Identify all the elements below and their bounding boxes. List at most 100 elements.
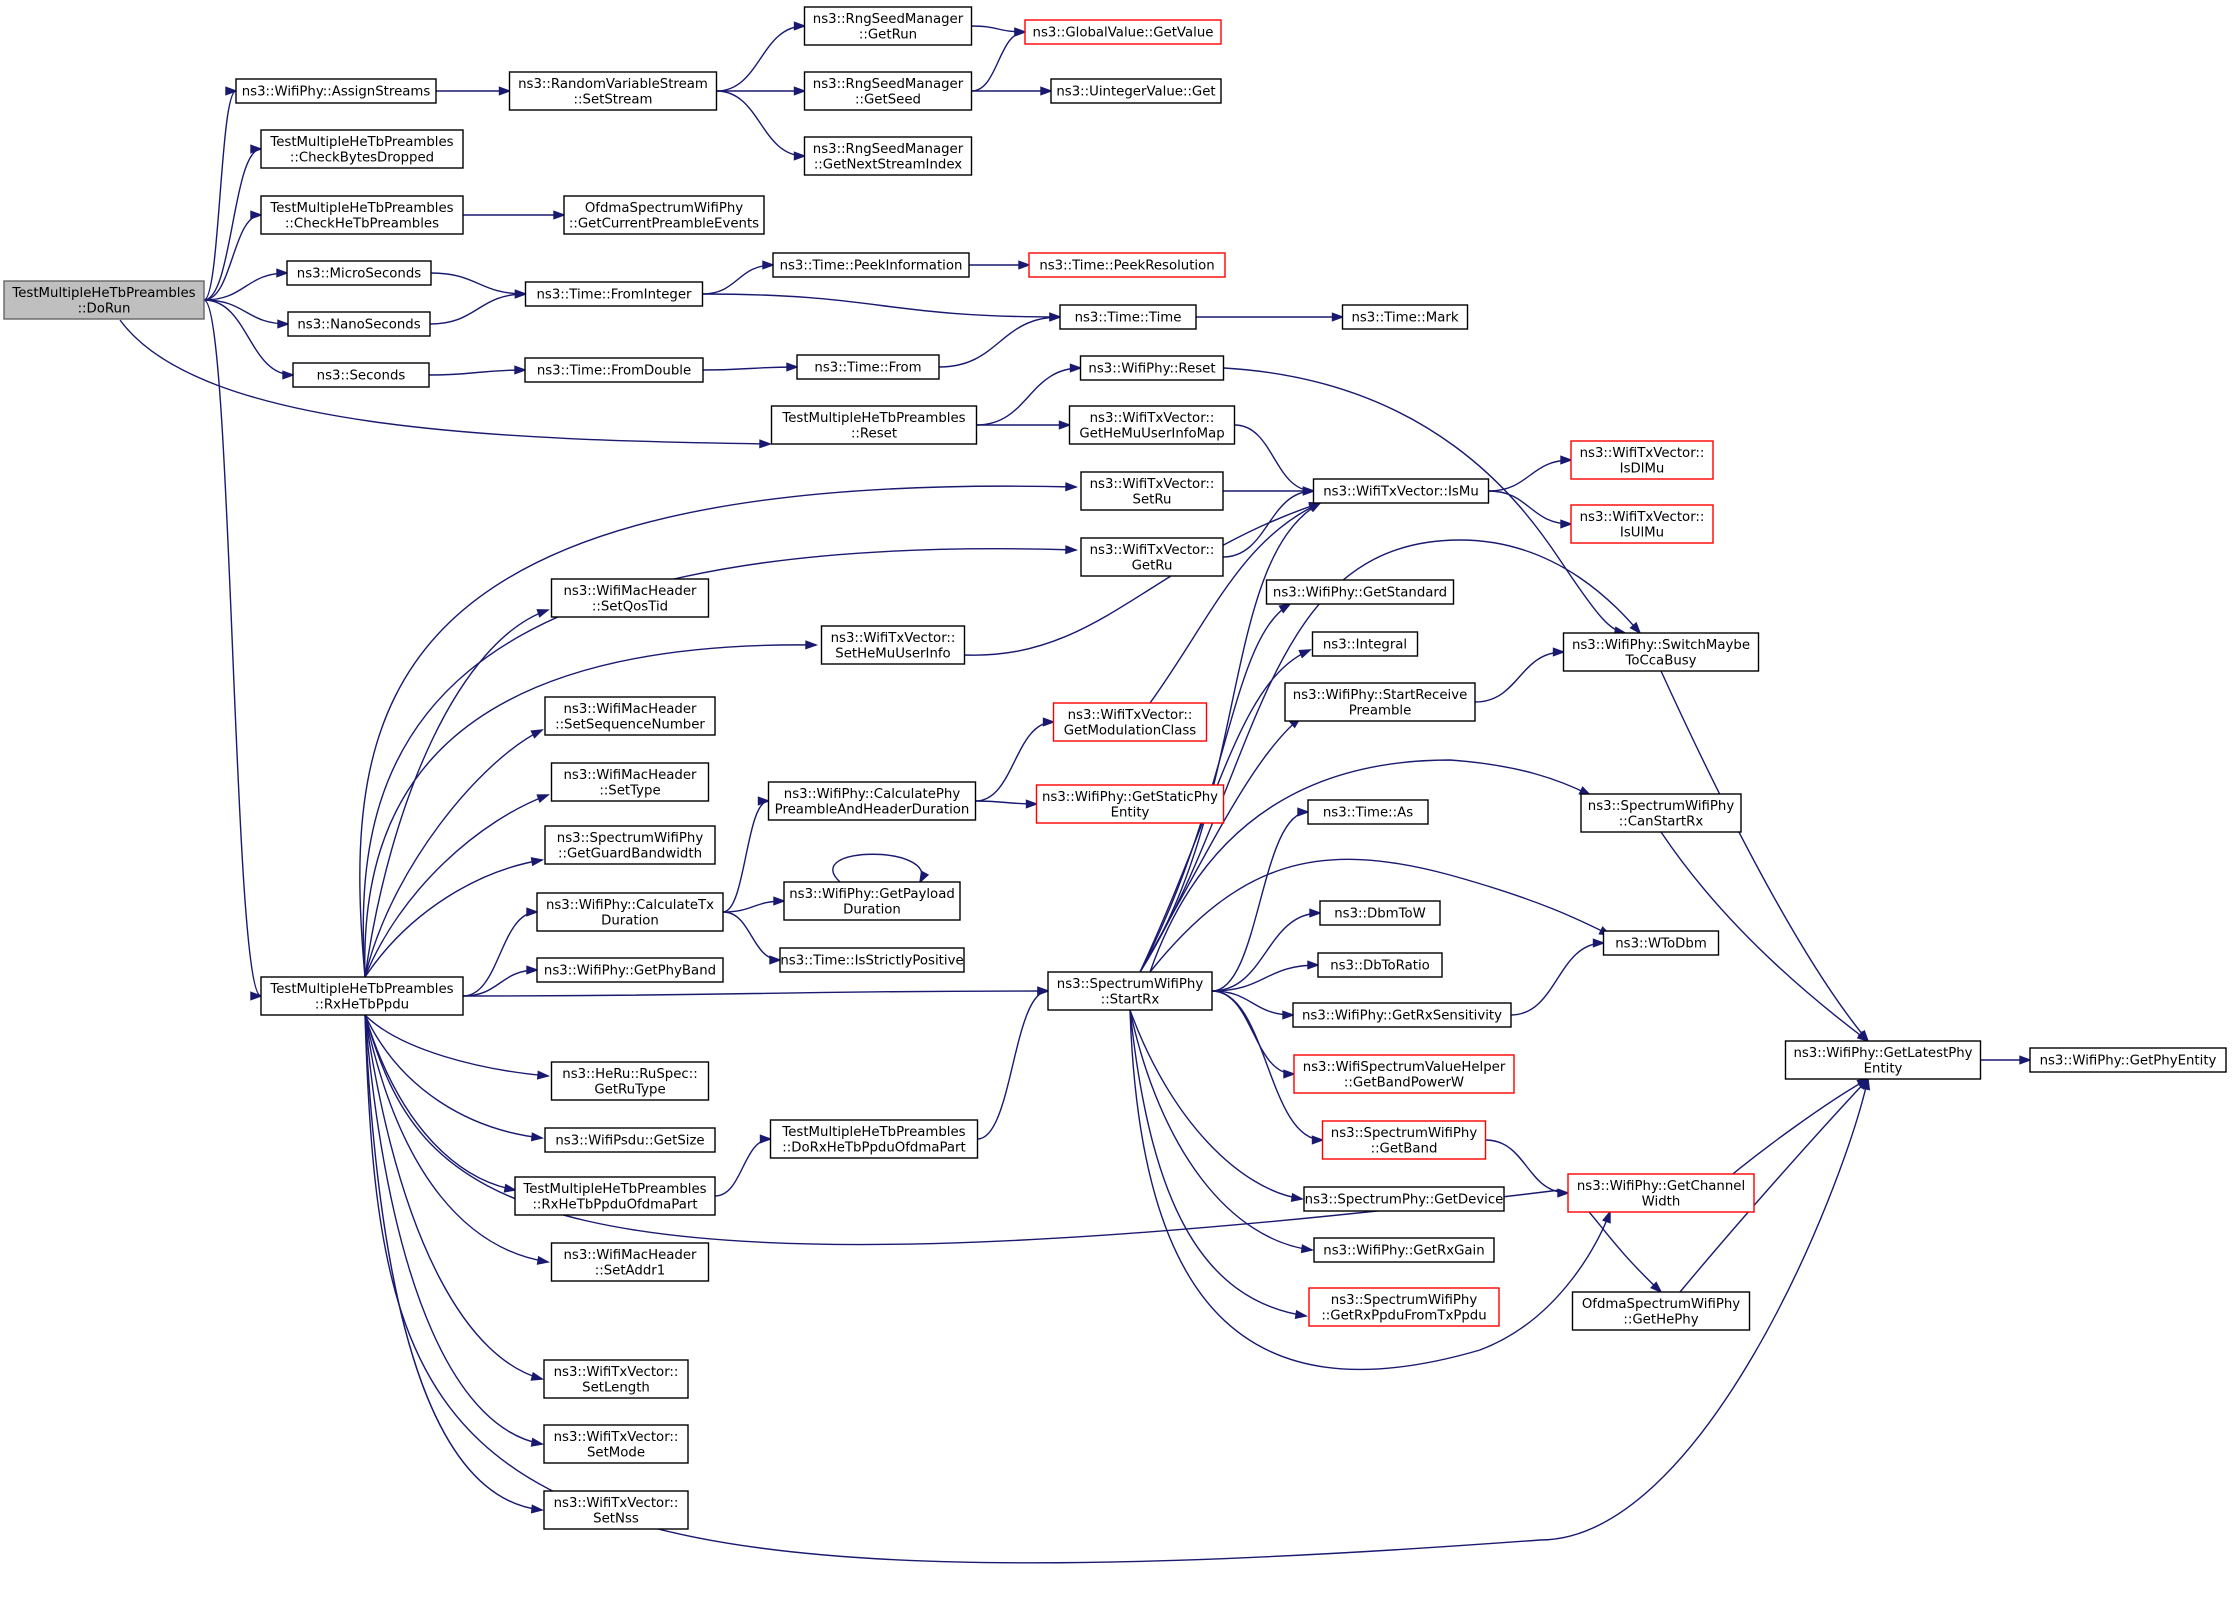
node-getru[interactable]: ns3::WifiTxVector::GetRu xyxy=(1080,537,1224,577)
node-getguard[interactable]: ns3::SpectrumWifiPhy::GetGuardBandwidth xyxy=(544,825,716,865)
node-timemark[interactable]: ns3::Time::Mark xyxy=(1341,304,1469,330)
node-label-line: ::GetBandPowerW xyxy=(1344,1075,1464,1090)
node-label-line: OfdmaSpectrumWifiPhy xyxy=(1582,1297,1740,1312)
edge-getlatest-to-getphyent xyxy=(1980,1055,2033,1065)
node-timefrom[interactable]: ns3::Time::From xyxy=(796,354,940,380)
node-timetime[interactable]: ns3::Time::Time xyxy=(1059,304,1197,330)
node-dbtoratio[interactable]: ns3::DbToRatio xyxy=(1317,952,1443,978)
node-getcurpre[interactable]: OfdmaSpectrumWifiPhy::GetCurrentPreamble… xyxy=(563,195,765,235)
node-reset[interactable]: TestMultipleHeTbPreambles::Reset xyxy=(770,405,978,445)
node-peekres[interactable]: ns3::Time::PeekResolution xyxy=(1028,252,1226,278)
node-rxofdma[interactable]: TestMultipleHeTbPreambles::RxHeTbPpduOfd… xyxy=(514,1176,716,1216)
node-getphyband[interactable]: ns3::WifiPhy::GetPhyBand xyxy=(536,957,724,983)
node-getbandpw[interactable]: ns3::WifiSpectrumValueHelper::GetBandPow… xyxy=(1293,1054,1515,1094)
node-getband[interactable]: ns3::SpectrumWifiPhy::GetBand xyxy=(1321,1120,1487,1160)
node-psdusize[interactable]: ns3::WifiPsdu::GetSize xyxy=(544,1127,716,1153)
node-label-line: TestMultipleHeTbPreambles xyxy=(781,1125,965,1140)
node-dorxofdma[interactable]: TestMultipleHeTbPreambles::DoRxHeTbPpduO… xyxy=(769,1119,979,1159)
node-label-line: ns3::SpectrumWifiPhy xyxy=(1331,1293,1478,1308)
node-getseed[interactable]: ns3::RngSeedManager::GetSeed xyxy=(803,71,973,111)
edge-line xyxy=(1474,651,1564,703)
edge-arrowhead xyxy=(1557,1188,1571,1198)
edge-switchcca-to-getlatest xyxy=(1660,670,1870,1043)
node-getrxsens[interactable]: ns3::WifiPhy::GetRxSensitivity xyxy=(1292,1002,1512,1028)
node-checkhetb[interactable]: TestMultipleHeTbPreambles::CheckHeTbPrea… xyxy=(260,195,464,235)
node-setqostid[interactable]: ns3::WifiMacHeader::SetQosTid xyxy=(550,578,710,618)
node-label-line: SetMode xyxy=(587,1445,645,1460)
node-label-line: SetRu xyxy=(1133,492,1172,507)
node-timeas[interactable]: ns3::Time::As xyxy=(1307,799,1429,825)
node-canstart[interactable]: ns3::SpectrumWifiPhy::CanStartRx xyxy=(1580,793,1742,833)
node-integral[interactable]: ns3::Integral xyxy=(1311,631,1419,657)
node-phyreset[interactable]: ns3::WifiPhy::Reset xyxy=(1079,355,1225,381)
node-label-line: ::GetBand xyxy=(1371,1141,1438,1156)
node-getmod[interactable]: ns3::WifiTxVector::GetModulationClass xyxy=(1052,702,1208,742)
node-fromint[interactable]: ns3::Time::FromInteger xyxy=(524,281,704,307)
node-label-line: ::GetRun xyxy=(859,27,917,42)
edge-startrecv-to-switchcca xyxy=(1474,647,1566,703)
node-getphyent[interactable]: ns3::WifiPhy::GetPhyEntity xyxy=(2029,1047,2227,1073)
node-getdevice[interactable]: ns3::SpectrumPhy::GetDevice xyxy=(1303,1186,1505,1212)
node-calcpre[interactable]: ns3::WifiPhy::CalculatePhyPreambleAndHea… xyxy=(767,781,977,821)
node-label-line: GetHeMuUserInfoMap xyxy=(1079,426,1224,441)
node-getstd[interactable]: ns3::WifiPhy::GetStandard xyxy=(1265,579,1455,605)
node-assign[interactable]: ns3::WifiPhy::AssignStreams xyxy=(235,78,437,104)
node-fromdouble[interactable]: ns3::Time::FromDouble xyxy=(524,357,704,383)
node-rvsetstream[interactable]: ns3::RandomVariableStream::SetStream xyxy=(508,71,718,111)
node-setmode[interactable]: ns3::WifiTxVector::SetMode xyxy=(543,1424,689,1464)
node-globalget[interactable]: ns3::GlobalValue::GetValue xyxy=(1024,19,1222,45)
node-isdlmu[interactable]: ns3::WifiTxVector::IsDlMu xyxy=(1570,440,1714,480)
node-checkbytes[interactable]: TestMultipleHeTbPreambles::CheckBytesDro… xyxy=(260,129,464,169)
node-setru[interactable]: ns3::WifiTxVector::SetRu xyxy=(1080,471,1224,511)
node-getrxppdu[interactable]: ns3::SpectrumWifiPhy::GetRxPpduFromTxPpd… xyxy=(1308,1287,1500,1327)
node-setheuser[interactable]: ns3::WifiTxVector::SetHeMuUserInfo xyxy=(820,625,966,665)
node-strictpos[interactable]: ns3::Time::IsStrictlyPositive xyxy=(779,947,965,973)
node-startrx[interactable]: ns3::SpectrumWifiPhy::StartRx xyxy=(1047,971,1213,1011)
node-getrxgain[interactable]: ns3::WifiPhy::GetRxGain xyxy=(1313,1237,1495,1263)
node-gethemu[interactable]: ns3::WifiTxVector::GetHeMuUserInfoMap xyxy=(1068,405,1236,445)
node-micro[interactable]: ns3::MicroSeconds xyxy=(286,260,432,286)
node-setaddr1[interactable]: ns3::WifiMacHeader::SetAddr1 xyxy=(550,1242,710,1282)
edge-arrowhead xyxy=(1311,1135,1325,1145)
edge-line xyxy=(364,1014,543,1139)
node-getruspec[interactable]: ns3::HeRu::RuSpec::GetRuType xyxy=(550,1061,710,1101)
node-setnss[interactable]: ns3::WifiTxVector::SetNss xyxy=(543,1490,689,1530)
node-label-line: ns3::WifiTxVector:: xyxy=(1090,411,1215,426)
edge-line xyxy=(1234,424,1314,492)
node-uintget[interactable]: ns3::UintegerValue::Get xyxy=(1050,78,1222,104)
node-dorun[interactable]: TestMultipleHeTbPreambles::DoRun xyxy=(3,280,205,320)
node-peekinfo[interactable]: ns3::Time::PeekInformation xyxy=(772,252,970,278)
node-label-line: TestMultipleHeTbPreambles xyxy=(781,411,965,426)
node-gethephy[interactable]: OfdmaSpectrumWifiPhy::GetHePhy xyxy=(1571,1291,1751,1331)
node-box xyxy=(1312,478,1490,504)
node-box xyxy=(1059,304,1197,330)
node-dbmtow[interactable]: ns3::DbmToW xyxy=(1319,900,1441,926)
node-box xyxy=(536,892,724,932)
edge-arrowhead xyxy=(1069,363,1083,373)
edge-timefrom-to-timetime xyxy=(938,312,1063,368)
node-setseq[interactable]: ns3::WifiMacHeader::SetSequenceNumber xyxy=(544,696,716,736)
node-setlength[interactable]: ns3::WifiTxVector::SetLength xyxy=(543,1359,689,1399)
node-box xyxy=(524,281,704,307)
node-seconds[interactable]: ns3::Seconds xyxy=(292,362,430,388)
node-box xyxy=(1311,631,1419,657)
edge-rxhetb-to-setru xyxy=(359,482,1079,978)
node-nano[interactable]: ns3::NanoSeconds xyxy=(287,311,431,337)
node-isulmu[interactable]: ns3::WifiTxVector::IsUlMu xyxy=(1570,504,1714,544)
edge-arrowhead xyxy=(530,1504,545,1514)
edge-line xyxy=(977,990,1049,1140)
node-wtodbm[interactable]: ns3::WToDbm xyxy=(1602,930,1720,956)
edge-line xyxy=(1129,1009,1611,1371)
node-settype[interactable]: ns3::WifiMacHeader::SetType xyxy=(550,762,710,802)
node-rxhetb[interactable]: TestMultipleHeTbPreambles::RxHeTbPpdu xyxy=(260,976,464,1016)
node-ismu[interactable]: ns3::WifiTxVector::IsMu xyxy=(1312,478,1490,504)
node-getnextstream[interactable]: ns3::RngSeedManager::GetNextStreamIndex xyxy=(803,136,973,176)
node-getrun[interactable]: ns3::RngSeedManager::GetRun xyxy=(803,6,973,46)
